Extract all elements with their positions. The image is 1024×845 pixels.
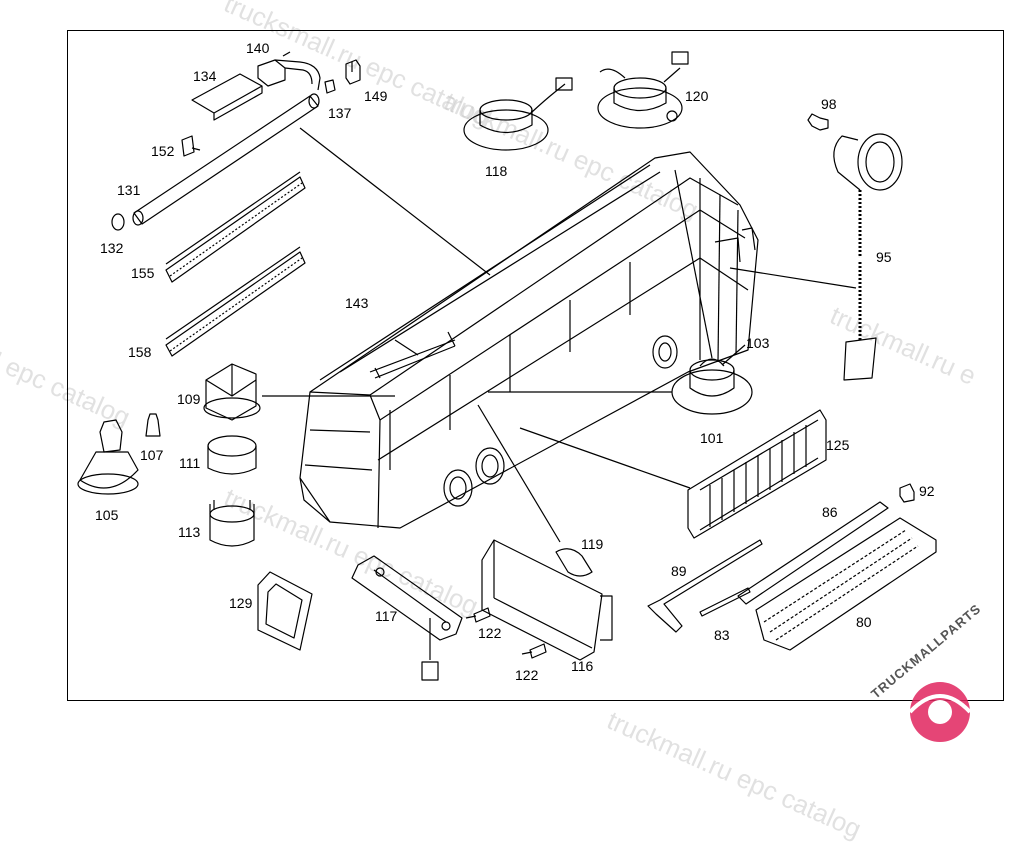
callout-155: 155 — [131, 265, 155, 281]
part-125-panel — [687, 409, 827, 539]
part-129-frame — [257, 571, 313, 651]
callout-119: 119 — [581, 536, 604, 552]
part-92-clip — [899, 483, 915, 503]
part-155-strip — [165, 171, 306, 283]
part-119-bulb — [555, 548, 593, 577]
leader-120 — [674, 169, 713, 359]
callout-137: 137 — [328, 105, 352, 121]
callout-105: 105 — [95, 507, 119, 523]
part-116-lamp — [481, 539, 613, 661]
callout-125: 125 — [826, 437, 850, 453]
part-120-lamp — [597, 51, 689, 129]
callout-158: 158 — [128, 344, 152, 360]
part-101-lamp — [671, 358, 753, 415]
part-149-clip — [345, 59, 361, 85]
callout-95: 95 — [876, 249, 892, 265]
callout-122: 122 — [515, 667, 539, 683]
bus-body — [299, 151, 759, 529]
part-118-lamp — [463, 77, 573, 151]
part-111-ring — [207, 435, 257, 475]
part-107-bulb — [145, 413, 161, 437]
callout-86: 86 — [822, 504, 838, 520]
callout-118: 118 — [485, 163, 508, 179]
callout-134: 134 — [193, 68, 217, 84]
callout-101: 101 — [700, 430, 724, 446]
part-140-holder — [257, 51, 321, 91]
part-152-clip — [181, 135, 201, 157]
part-132-ring — [111, 213, 125, 231]
exploded-view-drawing — [77, 51, 972, 742]
part-86-strip — [737, 501, 889, 605]
parts-diagram: trucksmall.ru epc catalog truckmall.ru e… — [0, 0, 1004, 844]
callout-140: 140 — [246, 40, 270, 56]
part-117-lamp — [351, 555, 463, 681]
callout-143: 143 — [345, 295, 369, 311]
callout-116: 116 — [571, 658, 594, 674]
part-143-wiring — [369, 331, 456, 379]
part-95-flex-lamp — [833, 133, 903, 381]
callout-80: 80 — [856, 614, 872, 630]
part-122-screw — [465, 607, 491, 623]
callout-83: 83 — [714, 627, 730, 643]
leader-103 — [721, 344, 746, 366]
part-80-strip — [755, 517, 937, 651]
leader-131 — [299, 127, 491, 276]
callout-89: 89 — [671, 563, 687, 579]
part-158-strip — [165, 246, 306, 357]
callout-131: 131 — [117, 182, 141, 198]
callout-132: 132 — [100, 240, 124, 256]
part-134-cover — [191, 73, 263, 121]
diagram-frame — [67, 30, 1004, 701]
callout-103: 103 — [746, 335, 770, 351]
callout-152: 152 — [151, 143, 175, 159]
leader-125 — [519, 427, 691, 489]
part-137-clip — [324, 79, 336, 94]
leader-95 — [729, 267, 857, 289]
callout-107: 107 — [140, 447, 164, 463]
part-131-tube — [132, 93, 320, 226]
callout-92: 92 — [919, 483, 935, 499]
part-109-holder — [203, 363, 261, 421]
callout-117: 117 — [375, 608, 398, 624]
callout-98: 98 — [821, 96, 837, 112]
callout-109: 109 — [177, 391, 201, 407]
callout-111: 111 — [179, 455, 201, 471]
callout-113: 113 — [178, 524, 201, 540]
callout-122: 122 — [478, 625, 502, 641]
part-89-tool — [647, 539, 763, 633]
callout-120: 120 — [685, 88, 709, 104]
part-105-lamp — [77, 419, 139, 495]
part-98-bulb — [807, 113, 829, 131]
leader-119 — [477, 404, 561, 543]
callout-149: 149 — [364, 88, 388, 104]
brand-logo-icon — [908, 682, 972, 742]
callout-129: 129 — [229, 595, 253, 611]
part-113-clamp — [209, 500, 255, 547]
part-122-screw — [521, 643, 547, 659]
part-83-rod — [699, 587, 751, 617]
